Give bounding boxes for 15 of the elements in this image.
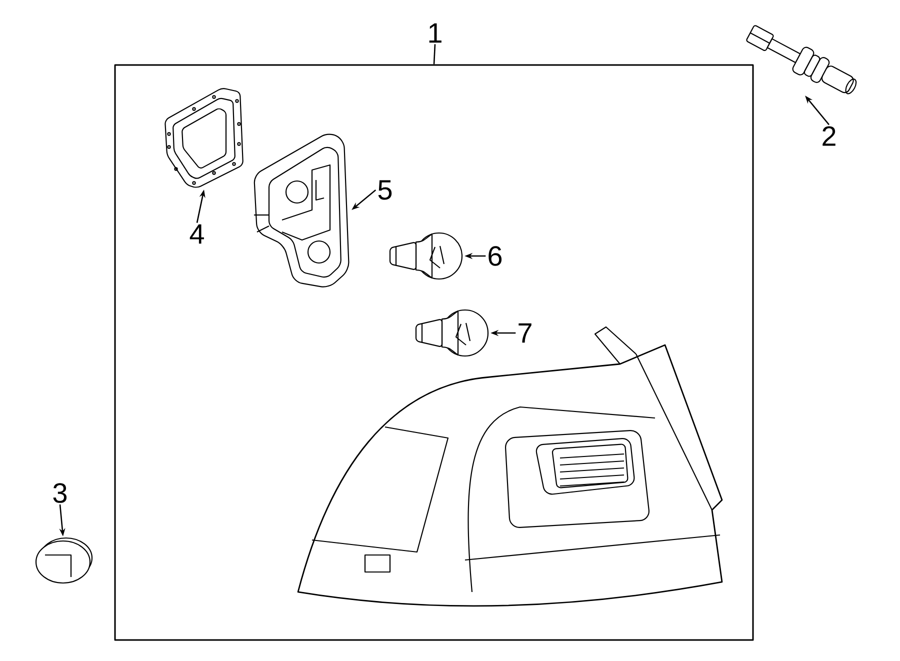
frame-box <box>114 64 754 641</box>
bulb-drawing <box>389 232 463 280</box>
callout-number: 7 <box>518 323 532 343</box>
callout-number: 5 <box>378 180 392 200</box>
bulb-drawing <box>415 309 489 357</box>
callout-number: 6 <box>488 246 502 266</box>
callout-number: 1 <box>429 23 442 43</box>
callout-number: 3 <box>53 483 67 503</box>
bulb-holder-drawing <box>254 134 350 288</box>
plug-drawing <box>35 537 93 584</box>
leader-line <box>433 44 436 64</box>
gasket-drawing <box>164 88 244 188</box>
callout-number: 4 <box>190 224 204 244</box>
bulb-socket-drawing <box>746 25 857 94</box>
callout-number: 2 <box>822 126 836 146</box>
